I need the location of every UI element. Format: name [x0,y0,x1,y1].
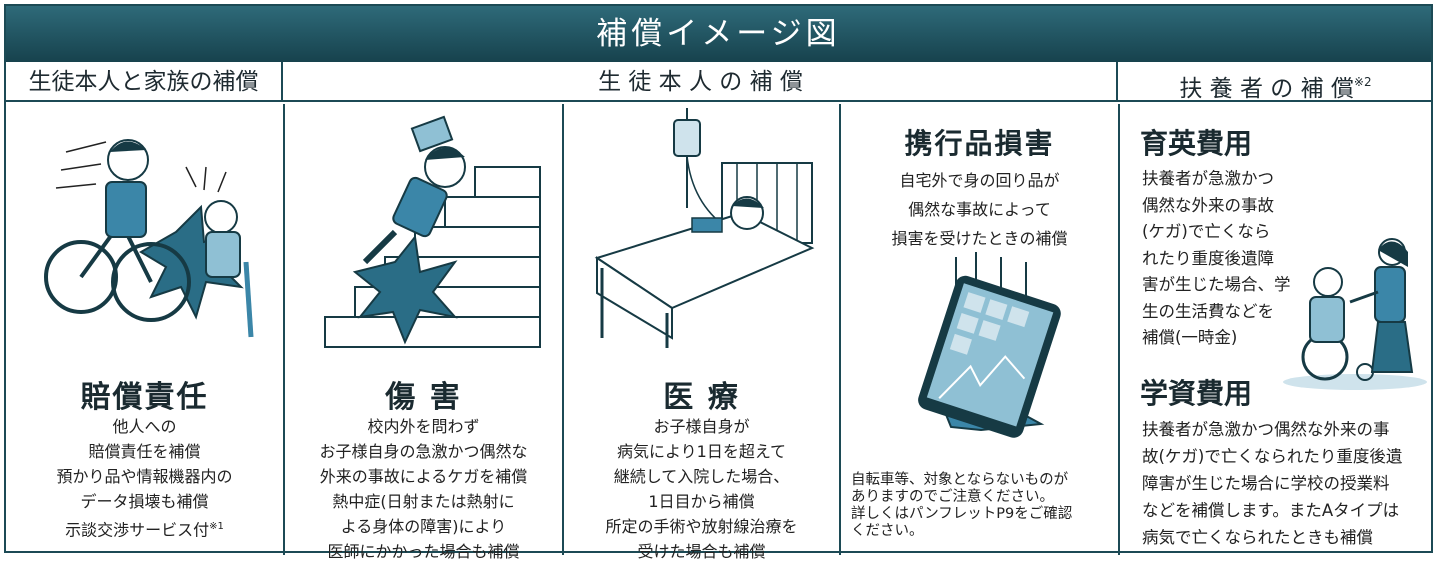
medical-line-4: 1日目から補償 [648,492,755,511]
property-note-line-1: 自転車等、対象とならないものが [851,472,1069,488]
injury-line-5: よる身体の障害)により [340,517,507,536]
header-dependent: 扶 養 者 の 補 償※2 [1120,62,1431,102]
liability-title: 賠償責任 [80,380,209,415]
injury-line-1: 校内外を問わず [367,417,480,436]
upbringing-line-2: 偶然な外来の事故 [1142,195,1274,215]
liability-line-5-text: 示談交渉サービス付 [65,520,210,540]
upbringing-title: 育英費用 [1140,127,1253,160]
liability-line-5: 示談交渉サービス付※1 [6,514,283,542]
injury-line-4: 熱中症(日射または熱射に [332,492,515,511]
column-medical: 医 療 お子様自身が 病気により1日を超えて 継続して入院した場合、 1日目から… [564,104,841,561]
falling-stairs-illustration [305,112,545,352]
upbringing-line-3: (ケガ)で亡くなら [1142,222,1271,241]
tuition-title: 学資費用 [1140,377,1253,410]
upbringing-line-1: 扶養者が急激かつ [1142,169,1274,188]
tuition-line-3: 障害が生じた場合に学校の授業料 [1142,474,1390,493]
upbringing-line-7: 補償(一時金) [1142,328,1238,347]
chart-title: 補償イメージ図 [6,6,1431,62]
liability-mark: ※1 [209,521,224,532]
property-note-line-3: 詳しくはパンフレットP9をご確認 [851,506,1073,522]
injury-line-6: 医師にかかった場合も補償 [327,542,520,561]
property-note-line-2: ありますのでご注意ください。 [851,489,1054,505]
liability-description: 他人への 賠償責任を補償 預かり品や情報機器内の データ損壊も補償 示談交渉サー… [6,414,283,542]
property-title: 携行品損害 [904,127,1055,160]
property-note: 自転車等、対象とならないものが ありますのでご注意ください。 詳しくはパンフレッ… [851,472,1072,540]
upbringing-line-4: れたり重度後遺障 [1142,248,1274,268]
injury-line-3: 外来の事故によるケガを補償 [319,467,528,486]
medical-line-6: 受けた場合も補償 [637,542,766,561]
upbringing-line-6: 生の生活費などを [1142,301,1274,321]
header-dependent-mark: ※2 [1353,75,1372,89]
header-row: 生徒本人と家族の補償 生 徒 本 人 の 補 償 扶 養 者 の 補 償※2 [6,62,1431,102]
compensation-chart: 補償イメージ図 生徒本人と家族の補償 生 徒 本 人 の 補 償 扶 養 者 の… [4,4,1433,561]
property-line-2: 偶然な事故によって [908,200,1051,219]
wheelchair-illustration [1280,222,1430,392]
property-note-line-4: ください。 [851,523,924,539]
tuition-line-5: 病気で亡くなられたときも補償 [1142,528,1373,547]
medical-description: お子様自身が 病気により1日を超えて 継続して入院した場合、 1日目から補償 所… [564,414,839,564]
medical-line-2: 病気により1日を超えて [616,442,787,461]
injury-title: 傷 害 [385,380,462,415]
injury-line-2: お子様自身の急激かつ偶然な [319,442,528,461]
tuition-line-1: 扶養者が急激かつ偶然な外来の事 [1142,420,1390,439]
header-family: 生徒本人と家族の補償 [6,62,283,102]
property-line-3: 損害を受けたときの補償 [891,229,1068,248]
column-injury: 傷 害 校内外を問わず お子様自身の急激かつ偶然な 外来の事故によるケガを補償 … [285,104,564,561]
bicycle-collision-illustration [26,112,266,342]
medical-title: 医 療 [663,380,740,415]
tuition-line-4: などを補償します。またAタイプは [1142,501,1400,520]
medical-line-5: 所定の手術や放射線治療を [605,517,798,536]
column-property: 携行品損害 自宅外で身の回り品が 偶然な事故によって 損害を受けたときの補償 [841,104,1120,555]
property-line-1: 自宅外で身の回り品が [899,171,1060,190]
column-liability: 賠償責任 他人への 賠償責任を補償 預かり品や情報機器内の データ損壊も補償 示… [6,104,285,555]
upbringing-line-5: 害が生じた場合、学 [1142,275,1291,294]
column-dependent: 育英費用 扶養者が急激かつ 偶然な外来の事故 (ケガ)で亡くなら れたり重度後遺… [1120,104,1431,555]
medical-line-3: 継続して入院した場合、 [613,467,790,486]
liability-line-1: 他人への [112,417,177,436]
tuition-description: 扶養者が急激かつ偶然な外来の事 故(ケガ)で亡くなられたり重度後遺 障害が生じた… [1142,416,1402,551]
liability-line-4: データ損壊も補償 [80,492,209,511]
upbringing-description: 扶養者が急激かつ 偶然な外来の事故 (ケガ)で亡くなら れたり重度後遺障 害が生… [1142,166,1291,352]
header-self: 生 徒 本 人 の 補 償 [285,62,1118,102]
cracked-tablet-illustration [881,252,1081,452]
hospital-bed-illustration [582,108,822,352]
medical-line-1: お子様自身が [653,417,750,436]
injury-description: 校内外を問わず お子様自身の急激かつ偶然な 外来の事故によるケガを補償 熱中症(… [285,414,562,564]
liability-line-2: 賠償責任を補償 [88,442,201,461]
header-dependent-label: 扶 養 者 の 補 償 [1179,76,1354,102]
tuition-line-2: 故(ケガ)で亡くなられたり重度後遺 [1142,447,1403,466]
property-description: 自宅外で身の回り品が 偶然な事故によって 損害を受けたときの補償 [841,166,1118,253]
liability-line-3: 預かり品や情報機器内の [56,467,233,486]
